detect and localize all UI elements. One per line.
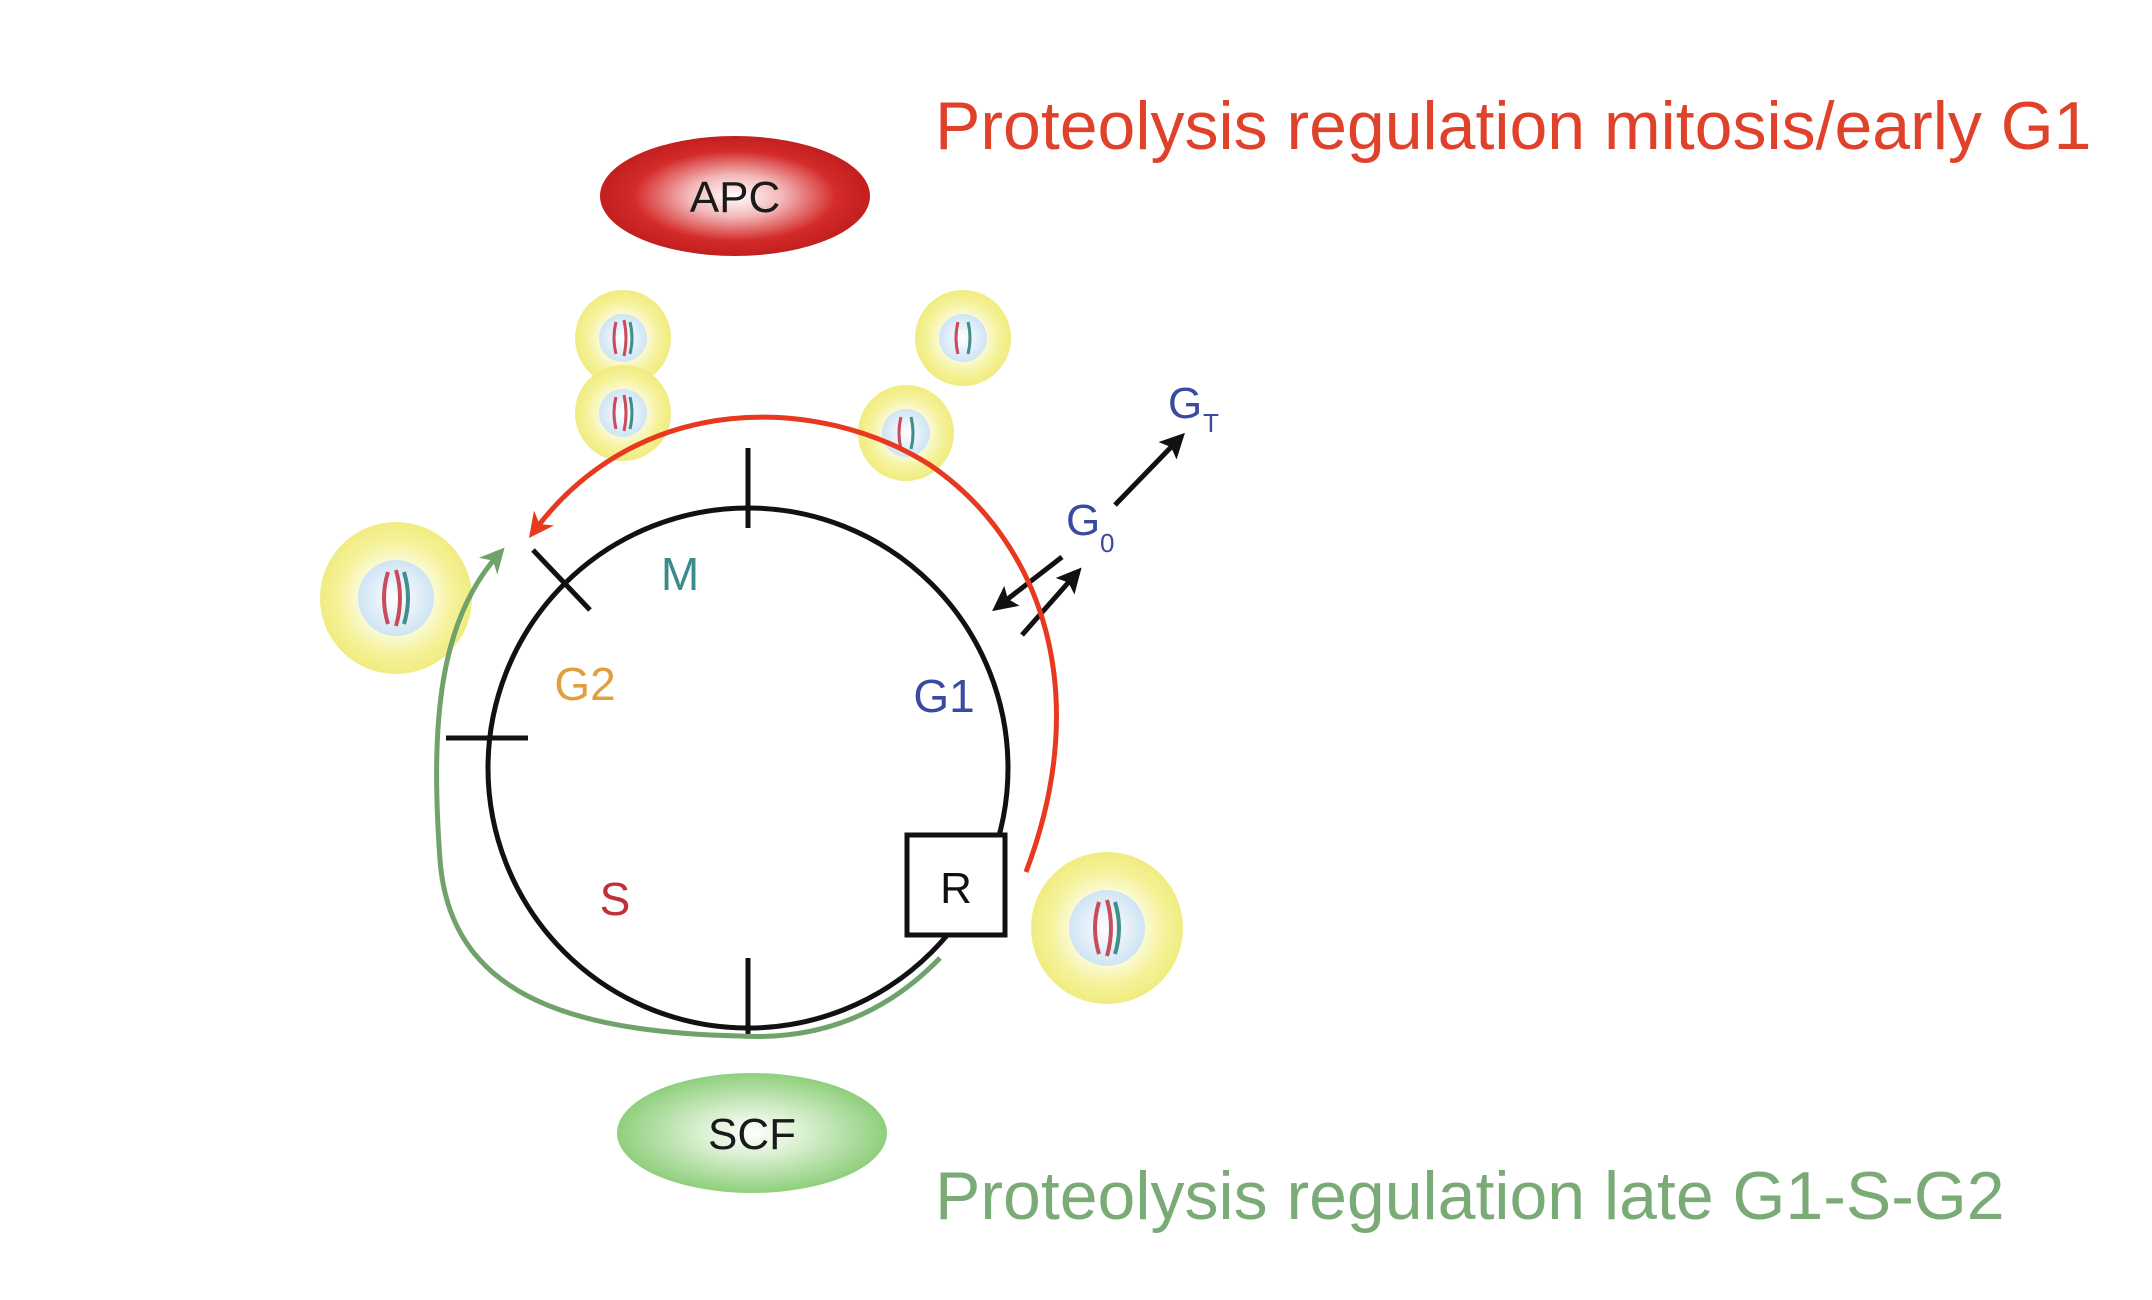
scf-complex: SCF (617, 1073, 887, 1193)
arrow-g1-to-g0 (1020, 567, 1082, 637)
restriction-point: R (904, 832, 1008, 938)
gt-label: G (1168, 379, 1202, 428)
apc-ellipse (600, 136, 870, 256)
scf-label: SCF (708, 1110, 796, 1159)
scf-regulation-heading: Proteolysis regulation late G1-S-G2 (935, 1158, 2005, 1234)
cell-pair-left (575, 290, 671, 461)
g0-subscript: 0 (1100, 528, 1114, 558)
phase-g1-label: G1 (913, 670, 974, 722)
apc-regulation-heading: Proteolysis regulation mitosis/early G1 (935, 88, 2092, 164)
phase-m-label: M (661, 548, 699, 600)
arrow-g0-to-g1 (992, 555, 1064, 612)
g0-label: G (1066, 496, 1100, 545)
phase-s-label: S (600, 873, 631, 925)
scf-ellipse (617, 1073, 887, 1193)
nucleus-icon (1069, 890, 1145, 966)
state-gt: G T (1168, 379, 1219, 438)
nucleus-icon (599, 314, 647, 362)
nucleus-icon (599, 389, 647, 437)
phase-g2-label: G2 (554, 658, 615, 710)
cell-g2 (320, 522, 472, 674)
apc-label: APC (690, 173, 780, 222)
nucleus-icon (358, 560, 434, 636)
restriction-label: R (940, 864, 972, 913)
gt-subscript: T (1203, 408, 1219, 438)
cell-pair-right (858, 290, 1011, 481)
apc-activity-arrow (528, 414, 1059, 873)
restriction-box (904, 832, 1008, 938)
cell-g1 (1031, 852, 1183, 1004)
arrow-g0-to-gt (1113, 432, 1185, 507)
nucleus-icon (939, 314, 987, 362)
apc-complex: APC (600, 136, 870, 256)
tick-m-g2 (531, 548, 592, 612)
state-g0: G 0 (1066, 496, 1114, 558)
scf-activity-arrow (434, 547, 942, 1039)
